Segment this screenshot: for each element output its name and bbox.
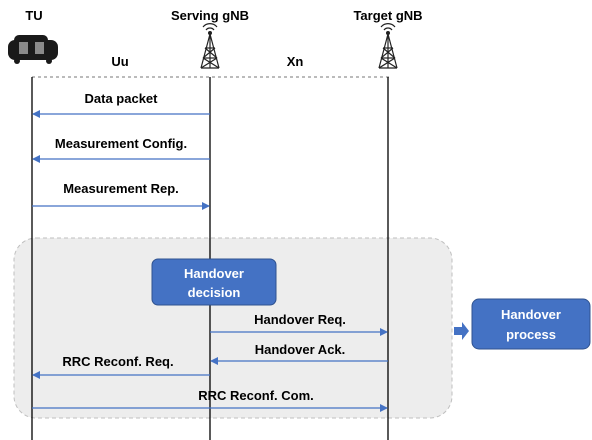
tu-label: TU: [25, 8, 42, 23]
serving-tower-icon: [200, 23, 220, 69]
msg-data-packet-label: Data packet: [85, 91, 159, 106]
msg-rrc-com-label: RRC Reconf. Com.: [198, 388, 314, 403]
xn-label: Xn: [287, 54, 304, 69]
target-gnb-label: Target gNB: [353, 8, 422, 23]
target-tower-dot: [386, 31, 390, 35]
car-icon: [8, 35, 58, 64]
msg-ho-ack-label: Handover Ack.: [255, 342, 346, 357]
msg-rrc-req-label: RRC Reconf. Req.: [62, 354, 173, 369]
handover-decision-line2: decision: [188, 285, 241, 300]
target-tower-icon: [378, 23, 398, 69]
handover-decision-box: [151, 258, 277, 306]
msg-meas-config-label: Measurement Config.: [55, 136, 187, 151]
process-block-arrow: [454, 322, 469, 340]
serving-tower-dot: [208, 31, 212, 35]
handover-process-box: [471, 298, 591, 350]
msg-meas-rep-label: Measurement Rep.: [63, 181, 179, 196]
handover-region: [13, 237, 453, 419]
handover-process-line1: Handover: [501, 307, 561, 322]
uu-label: Uu: [111, 54, 128, 69]
handover-process-line2: process: [506, 327, 556, 342]
handover-decision-line1: Handover: [184, 266, 244, 281]
serving-gnb-label: Serving gNB: [171, 8, 249, 23]
msg-ho-req-label: Handover Req.: [254, 312, 346, 327]
